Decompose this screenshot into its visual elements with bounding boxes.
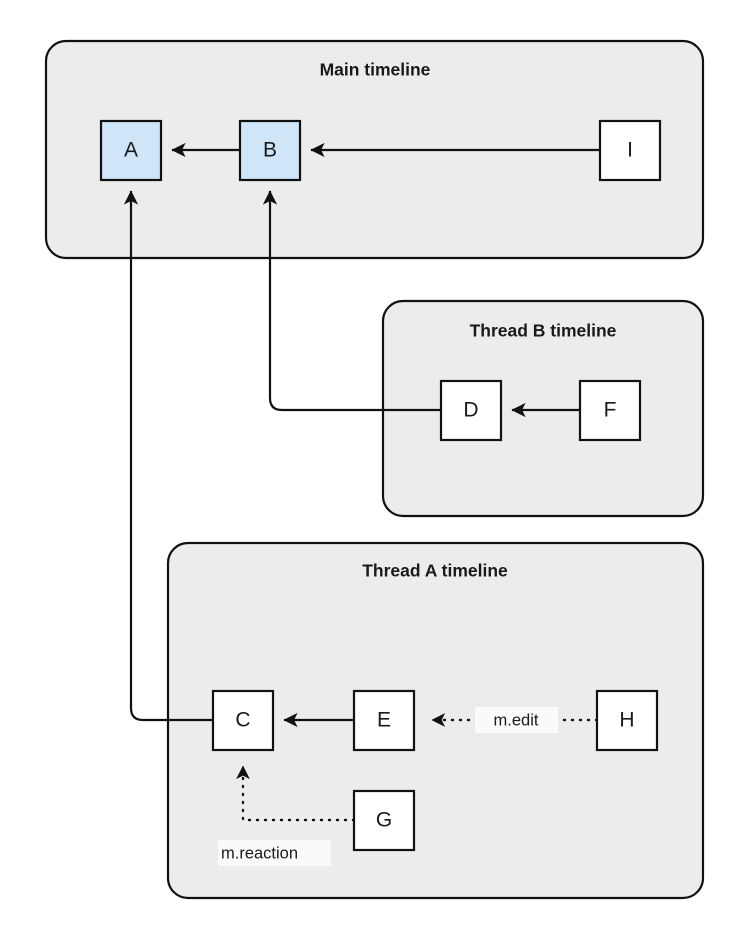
node-A-label: A xyxy=(124,139,138,162)
edge-c-to-a xyxy=(123,190,213,722)
node-A[interactable]: A xyxy=(99,119,163,182)
node-F-label: F xyxy=(604,399,617,422)
node-I-rect[interactable] xyxy=(598,119,662,182)
node-E-rect[interactable] xyxy=(352,689,416,752)
panel-main-title: Main timeline xyxy=(320,60,431,80)
node-F[interactable]: F xyxy=(578,379,642,442)
panel-thread-b-title: Thread B timeline xyxy=(470,321,617,341)
edge-label-m-edit-text: m.edit xyxy=(494,711,539,729)
node-G-label: G xyxy=(376,809,392,832)
node-I[interactable]: I xyxy=(598,119,662,182)
node-A-rect[interactable] xyxy=(99,119,163,182)
node-B[interactable]: B xyxy=(238,119,302,182)
node-I-label: I xyxy=(627,139,633,162)
edge-label-m-reaction-bg xyxy=(218,840,331,866)
edge-label-m-edit: m.edit xyxy=(475,707,558,733)
edge-label-m-edit-bg xyxy=(475,707,558,733)
node-F-rect[interactable] xyxy=(578,379,642,442)
edge-g-to-c xyxy=(236,764,356,822)
node-E-label: E xyxy=(377,709,391,732)
edge-label-m-reaction: m.reaction xyxy=(218,840,331,866)
panel-thread-b: Thread B timeline xyxy=(381,299,705,518)
edge-label-m-reaction-text: m.reaction xyxy=(221,844,298,862)
node-G-rect[interactable] xyxy=(352,789,416,852)
panel-thread-a-title: Thread A timeline xyxy=(362,561,508,581)
node-H-label: H xyxy=(619,709,634,732)
node-C[interactable]: C xyxy=(211,689,275,752)
panel-thread-b-rect xyxy=(381,299,705,518)
node-D-rect[interactable] xyxy=(439,379,503,442)
node-C-label: C xyxy=(235,709,250,732)
node-H-rect[interactable] xyxy=(595,689,659,752)
node-H[interactable]: H xyxy=(595,689,659,752)
node-C-rect[interactable] xyxy=(211,689,275,752)
node-B-label: B xyxy=(263,139,277,162)
node-B-rect[interactable] xyxy=(238,119,302,182)
node-G[interactable]: G xyxy=(352,789,416,852)
node-D[interactable]: D xyxy=(439,379,503,442)
edge-d-to-b xyxy=(262,190,441,412)
node-D-label: D xyxy=(463,399,478,422)
node-E[interactable]: E xyxy=(352,689,416,752)
